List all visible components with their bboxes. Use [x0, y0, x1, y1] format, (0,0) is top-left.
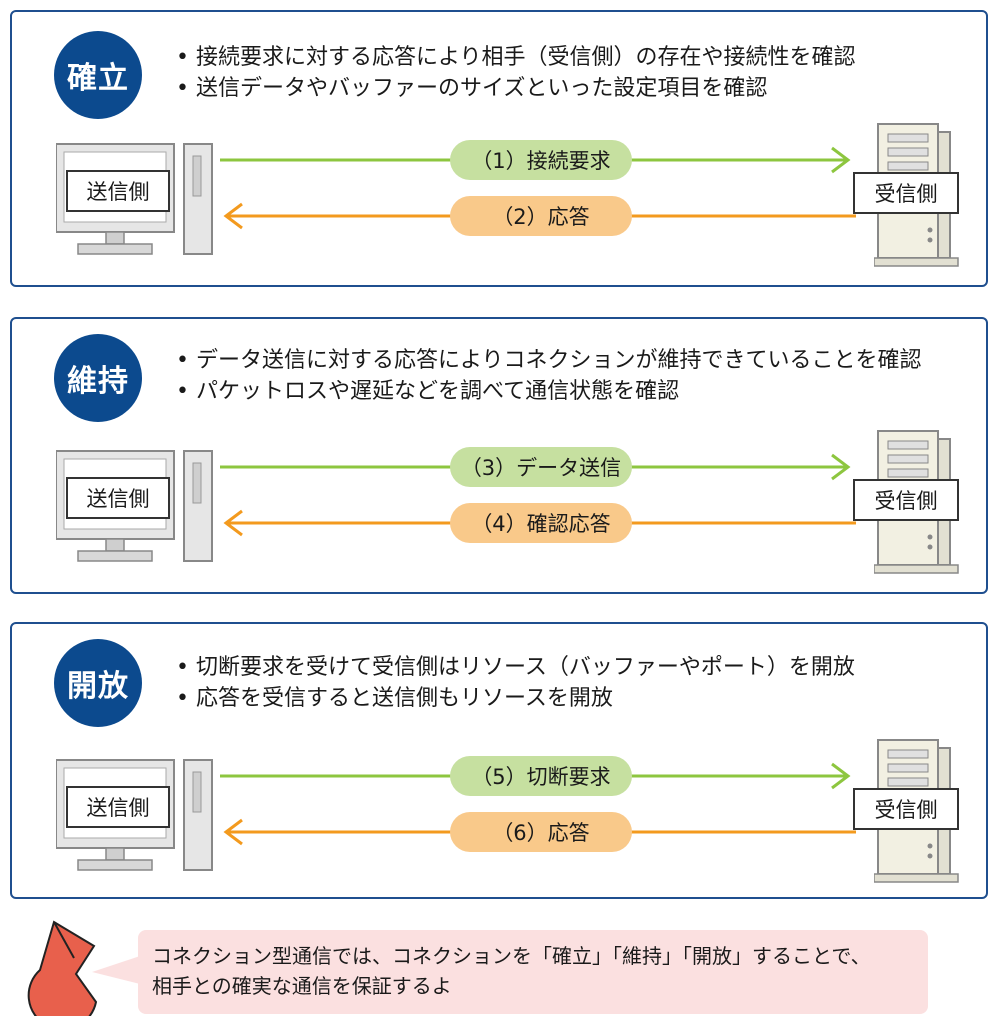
response-pill: （6）応答	[450, 812, 632, 852]
sender-label: 送信側	[66, 786, 170, 828]
request-pill: （5）切断要求	[450, 756, 632, 796]
receiver-label: 受信側	[853, 788, 959, 830]
note-line: コネクション型通信では、コネクションを「確立」「維持」「開放」することで、	[152, 944, 871, 968]
receiver-label: 受信側	[853, 479, 959, 521]
bullet-item: 送信データやバッファーのサイズといった設定項目を確認	[178, 73, 856, 104]
request-pill: （3）データ送信	[450, 447, 632, 487]
speech-bubble-tail	[92, 956, 140, 984]
request-pill: （1）接続要求	[450, 140, 632, 180]
bullet-list-maintain: データ送信に対する応答によりコネクションが維持できていることを確認 パケットロス…	[178, 345, 922, 407]
response-pill: （2）応答	[450, 196, 632, 236]
panel-establish: 確立 接続要求に対する応答により相手（受信側）の存在や接続性を確認 送信データや…	[10, 10, 988, 287]
sender-label: 送信側	[66, 477, 170, 519]
bullet-item: 切断要求を受けて受信側はリソース（バッファーやポート）を開放	[178, 652, 855, 683]
bullet-item: 応答を受信すると送信側もリソースを開放	[178, 683, 855, 714]
badge-establish: 確立	[54, 31, 142, 119]
bullet-list-release: 切断要求を受けて受信側はリソース（バッファーやポート）を開放 応答を受信すると送…	[178, 652, 855, 714]
note-line: 相手との確実な通信を保証するよ	[152, 974, 452, 998]
bullet-item: 接続要求に対する応答により相手（受信側）の存在や接続性を確認	[178, 42, 856, 73]
speech-bubble: コネクション型通信では、コネクションを「確立」「維持」「開放」することで、 相手…	[138, 930, 928, 1014]
panel-release: 開放 切断要求を受けて受信側はリソース（バッファーやポート）を開放 応答を受信す…	[10, 622, 988, 899]
receiver-label: 受信側	[853, 172, 959, 214]
badge-release: 開放	[54, 639, 142, 727]
sender-label: 送信側	[66, 170, 170, 212]
bullet-list-establish: 接続要求に対する応答により相手（受信側）の存在や接続性を確認 送信データやバッフ…	[178, 42, 856, 104]
panel-maintain: 維持 データ送信に対する応答によりコネクションが維持できていることを確認 パケッ…	[10, 317, 988, 594]
response-pill: （4）確認応答	[450, 503, 632, 543]
pacman-mascot-icon	[27, 920, 98, 1016]
bullet-item: データ送信に対する応答によりコネクションが維持できていることを確認	[178, 345, 922, 376]
bullet-item: パケットロスや遅延などを調べて通信状態を確認	[178, 376, 922, 407]
badge-maintain: 維持	[54, 334, 142, 422]
